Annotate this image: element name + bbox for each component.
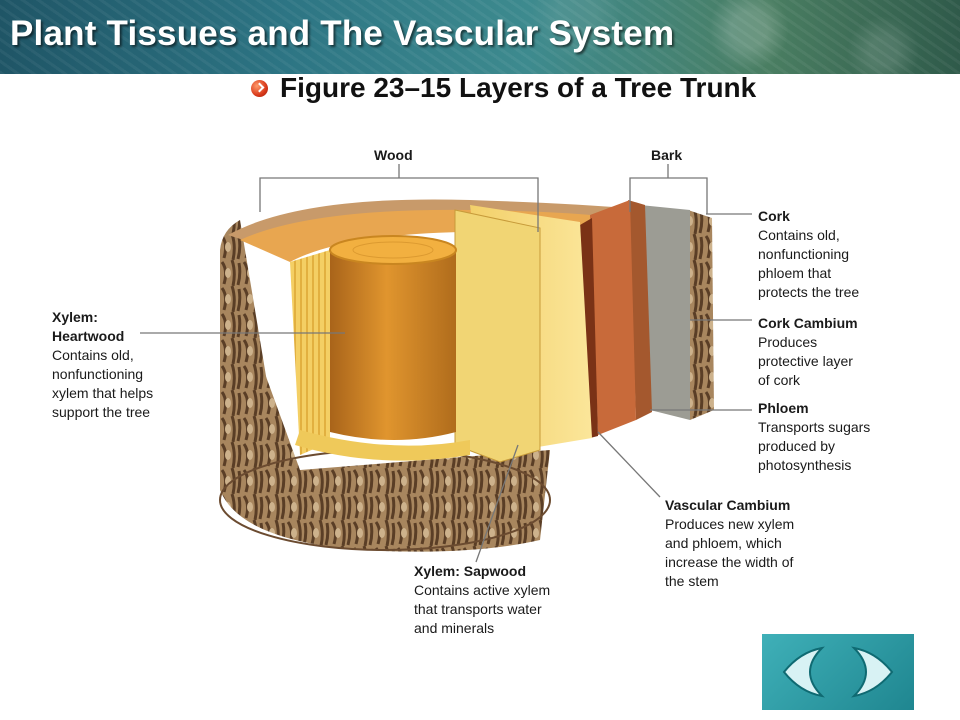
- heartwood-cylinder: [330, 250, 456, 440]
- figure-bullet-icon: [251, 80, 268, 97]
- heartwood-desc-line: xylem that helps: [52, 385, 154, 401]
- wood-label: Wood: [374, 147, 413, 163]
- cork-title: Cork: [758, 208, 790, 224]
- phloem-annotation: Phloem Transports sugars produced by pho…: [758, 399, 870, 475]
- vascular-cambium-annotation: Vascular Cambium Produces new xylem and …: [665, 496, 794, 591]
- sapwood-desc-line: that transports water: [414, 601, 542, 617]
- phloem-title: Phloem: [758, 400, 809, 416]
- leader-vascular-cambium: [597, 431, 661, 498]
- sapwood-desc-line: Contains active xylem: [414, 582, 551, 598]
- slide-navigation: [762, 634, 914, 710]
- vascular-cambium-desc-line: Produces new xylem: [665, 516, 795, 532]
- cork-cambium-title: Cork Cambium: [758, 315, 858, 331]
- cork-cambium-desc-line: protective layer: [758, 353, 853, 369]
- next-slide-button[interactable]: [844, 642, 906, 702]
- slide-title: Plant Tissues and The Vascular System: [10, 14, 675, 53]
- vascular-cambium-title: Vascular Cambium: [665, 497, 791, 513]
- phloem-desc-line: Transports sugars: [758, 419, 871, 435]
- bark-front: [220, 250, 550, 552]
- heartwood-title-line: Xylem:: [52, 309, 98, 325]
- slide-header: Plant Tissues and The Vascular System: [0, 0, 960, 74]
- chevron-left-icon: [782, 646, 825, 698]
- phloem-layer: [590, 200, 636, 435]
- vascular-cambium-layer: [580, 218, 598, 438]
- heartwood-top: [329, 235, 457, 265]
- cork-cambium-desc-line: Produces: [758, 334, 818, 350]
- cork-cambium-annotation: Cork Cambium Produces protective layer o…: [758, 314, 858, 390]
- sapwood-annotation: Xylem: Sapwood Contains active xylem tha…: [414, 562, 550, 638]
- heartwood-desc-line: Contains old,: [52, 347, 134, 363]
- heartwood-desc-line: nonfunctioning: [52, 366, 144, 382]
- outer-bark-edge: [688, 210, 714, 420]
- leader-sapwood: [475, 444, 519, 563]
- cork-desc-line: nonfunctioning: [758, 246, 850, 262]
- heartwood-title-line: Heartwood: [52, 328, 125, 344]
- sapwood-rings-bottom: [295, 430, 470, 461]
- phloem-desc-line: photosynthesis: [758, 457, 852, 473]
- cork-desc-line: phloem that: [758, 265, 832, 281]
- sapwood-desc-line: and minerals: [414, 620, 495, 636]
- chevron-right-icon: [851, 646, 894, 698]
- cork-annotation: Cork Contains old, nonfunctioning phloem…: [758, 207, 859, 302]
- cork-cambium-desc-line: of cork: [758, 372, 801, 388]
- sapwood-rings-left: [290, 250, 330, 455]
- sapwood-inner: [454, 209, 541, 463]
- figure-title: Figure 23–15 Layers of a Tree Trunk: [280, 72, 757, 103]
- vascular-cambium-desc-line: the stem: [665, 573, 719, 589]
- bark-label: Bark: [651, 147, 683, 163]
- header-texture: [0, 0, 960, 74]
- cork-desc-line: Contains old,: [758, 227, 840, 243]
- cork-layer: [640, 205, 690, 420]
- vascular-cambium-desc-line: increase the width of: [665, 554, 794, 570]
- heartwood-annotation: Xylem: Heartwood Contains old, nonfuncti…: [52, 308, 153, 422]
- sapwood-title: Xylem: Sapwood: [414, 563, 527, 579]
- heartwood-desc-line: support the tree: [52, 404, 151, 420]
- vascular-cambium-desc-line: and phloem, which: [665, 535, 782, 551]
- previous-slide-button[interactable]: [770, 642, 832, 702]
- phloem-desc-line: produced by: [758, 438, 836, 454]
- cork-desc-line: protects the tree: [758, 284, 860, 300]
